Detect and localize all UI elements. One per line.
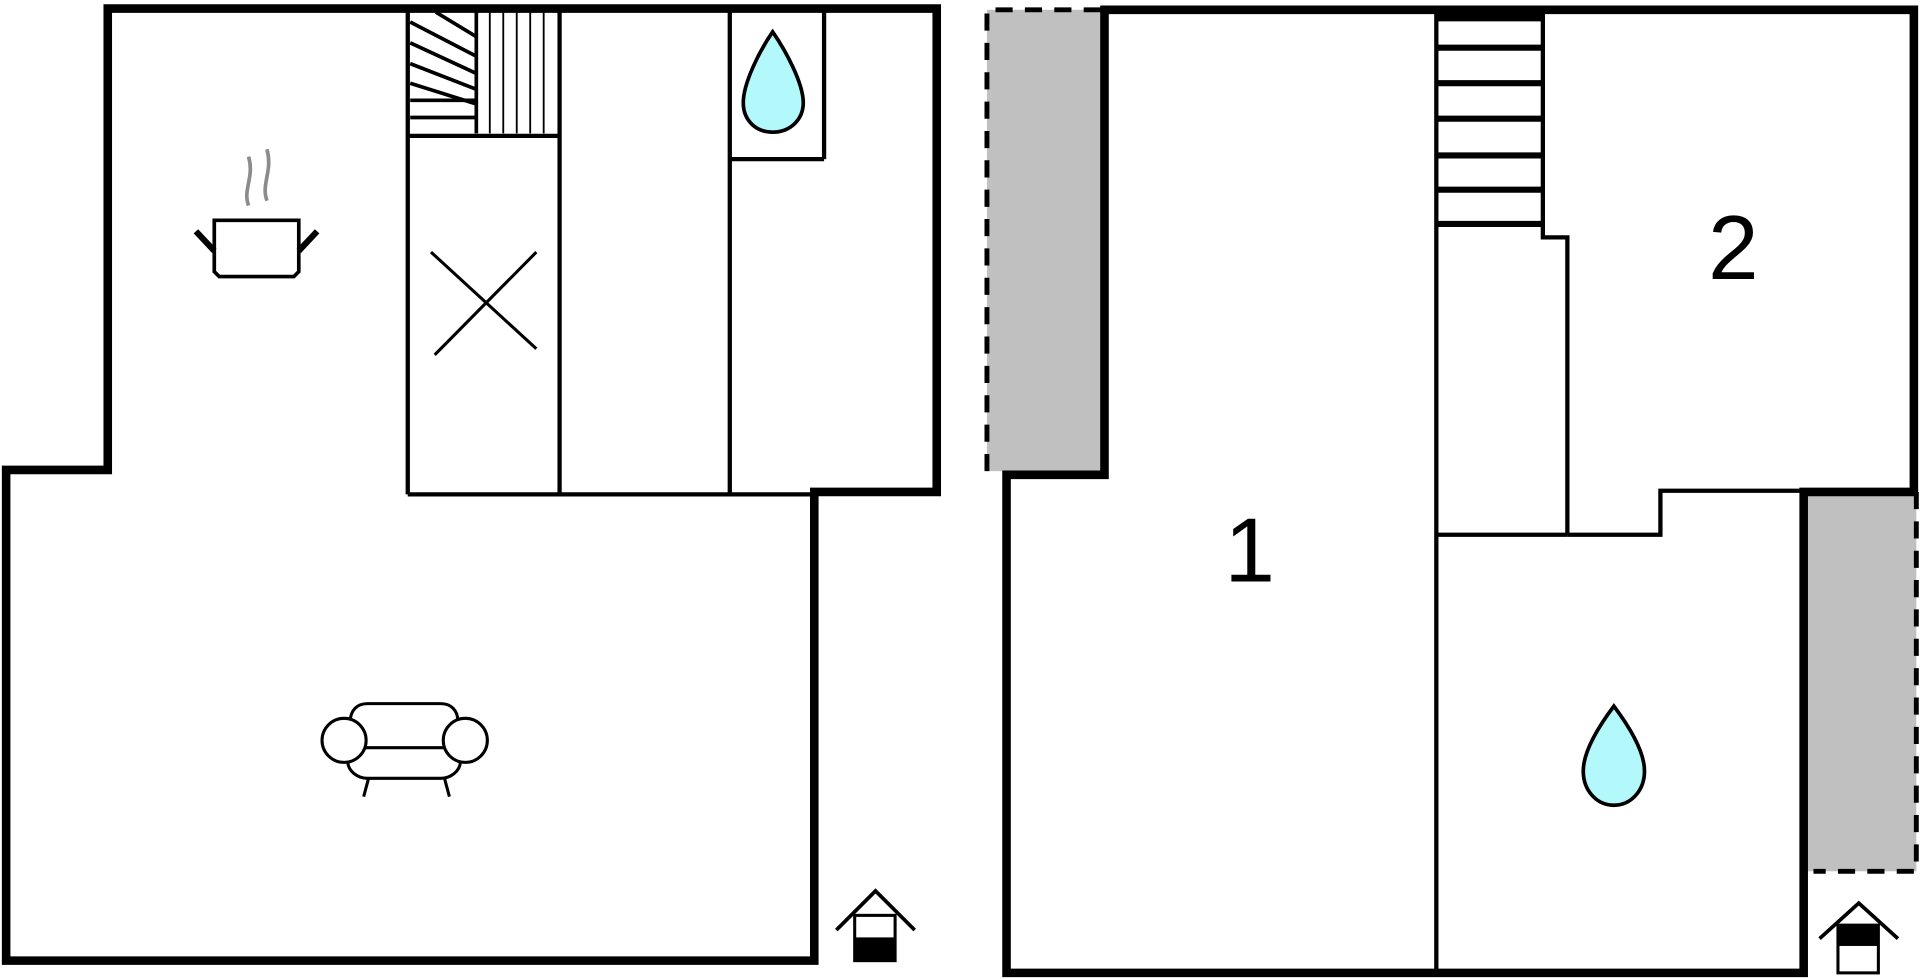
spiral-stairs-icon xyxy=(409,10,545,134)
armchair-icon xyxy=(320,702,489,798)
entrance-house-icon xyxy=(835,888,916,963)
room-label-2: 2 xyxy=(1708,198,1758,299)
water-drop-icon xyxy=(741,28,806,135)
entrance-house-icon xyxy=(1818,900,1900,975)
room-label-1: 1 xyxy=(1224,500,1274,601)
terrace-right xyxy=(1803,491,1917,872)
first-floor-plan: 1 2 xyxy=(984,5,1919,978)
ground-floor-plan xyxy=(1,4,942,965)
terrace-left xyxy=(986,9,1105,472)
x-mark-icon xyxy=(429,250,538,356)
cooking-pot-icon xyxy=(193,148,320,279)
ground-floor-outer-wall xyxy=(1,4,942,965)
straight-stairs-icon xyxy=(1436,12,1543,228)
water-drop-icon xyxy=(1581,703,1647,808)
interior-partitions xyxy=(1434,13,1804,971)
interior-partitions xyxy=(405,12,827,497)
first-floor-outer-wall xyxy=(1002,5,1919,978)
